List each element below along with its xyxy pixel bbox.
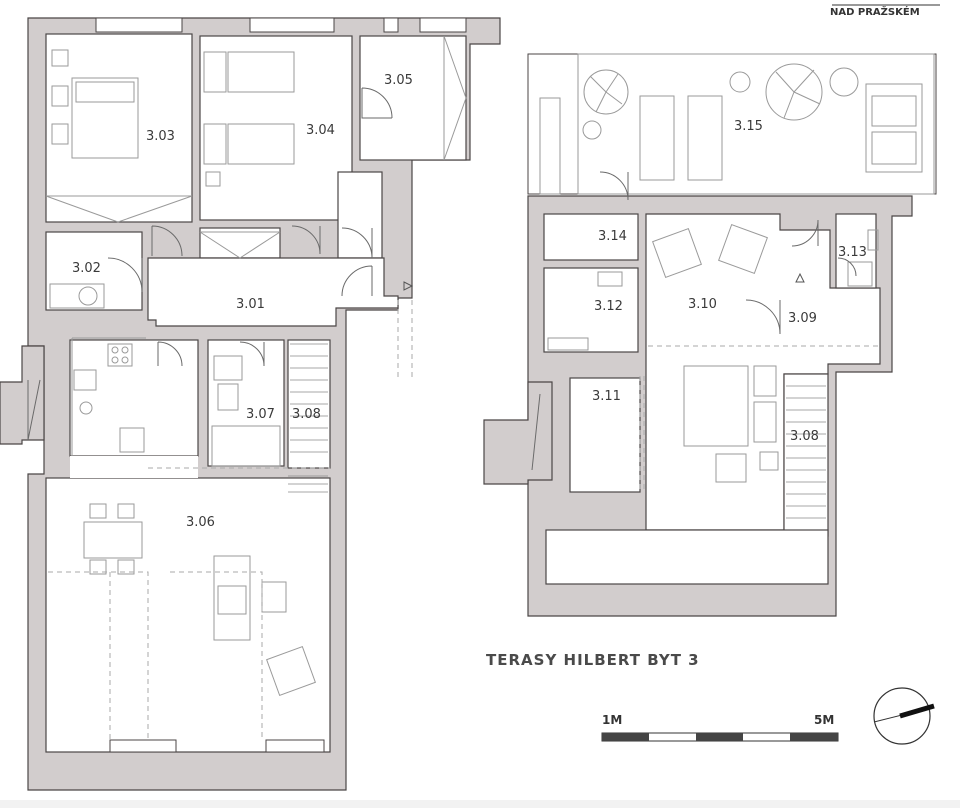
label-3-10: 3.10 xyxy=(688,297,717,312)
wardrobe-3-05 xyxy=(361,35,467,161)
terrace-furniture xyxy=(582,63,923,181)
hall-doors xyxy=(151,225,414,380)
label-3-02: 3.02 xyxy=(72,261,101,276)
kitchen-link xyxy=(70,456,198,478)
upper-furniture xyxy=(547,171,880,492)
scale-end-label: 5M xyxy=(814,713,834,727)
kitchen-appliances xyxy=(71,337,183,456)
label-3-09: 3.09 xyxy=(788,311,817,326)
beds-3-04 xyxy=(199,51,295,259)
boiler-3-02 xyxy=(49,257,143,309)
north-arrow-icon xyxy=(873,687,935,745)
living-furniture xyxy=(48,467,330,740)
closet-b xyxy=(337,171,383,259)
room-3-08-upper-stair xyxy=(783,373,829,537)
room-3-05 xyxy=(359,35,467,161)
label-3-15: 3.15 xyxy=(734,119,763,134)
stair-upper-treads xyxy=(786,385,826,519)
label-3-08-upper: 3.08 xyxy=(790,429,819,444)
windows-top xyxy=(95,17,467,33)
bed-3-03 xyxy=(45,49,193,223)
label-3-13: 3.13 xyxy=(838,245,867,260)
room-3-03 xyxy=(45,33,193,223)
plan-title: TERASY HILBERT BYT 3 xyxy=(486,651,700,669)
label-3-14: 3.14 xyxy=(598,229,627,244)
left-balcony xyxy=(0,345,45,445)
label-3-01: 3.01 xyxy=(236,297,265,312)
footer-strip xyxy=(0,800,960,808)
label-3-11: 3.11 xyxy=(592,389,621,404)
room-3-01 xyxy=(147,257,399,327)
lower-void xyxy=(545,529,829,585)
label-3-12: 3.12 xyxy=(594,299,623,314)
bathroom-3-07 xyxy=(211,341,281,467)
room-labels: 3.03 3.04 3.05 3.02 3.01 3.07 3.08 3.06 … xyxy=(72,73,867,530)
room-3-11 xyxy=(569,377,641,493)
kitchen xyxy=(69,339,199,457)
stair-3-08-treads xyxy=(288,343,328,493)
closet-a xyxy=(199,227,281,259)
label-3-07: 3.07 xyxy=(246,407,275,422)
label-3-04: 3.04 xyxy=(306,123,335,138)
room-3-07 xyxy=(207,339,285,467)
label-3-08-lower: 3.08 xyxy=(292,407,321,422)
room-3-12 xyxy=(543,267,639,353)
terrace-3-15 xyxy=(527,53,937,195)
logo: NAD PRAŽSKÉM xyxy=(830,4,940,18)
logo-text: NAD PRAŽSKÉM xyxy=(830,5,920,18)
room-3-14 xyxy=(543,213,639,261)
upper-floor-plan xyxy=(483,53,937,617)
label-3-05: 3.05 xyxy=(384,73,413,88)
scale-start-label: 1M xyxy=(602,713,622,727)
lower-floor-plan xyxy=(0,17,501,791)
label-3-06: 3.06 xyxy=(186,515,215,530)
label-3-03: 3.03 xyxy=(146,129,175,144)
upper-balcony xyxy=(483,381,553,485)
windows-bottom xyxy=(109,739,325,753)
room-3-04 xyxy=(199,35,353,221)
scale-bar: 1M 5M xyxy=(601,713,839,742)
room-3-06 xyxy=(45,477,331,753)
